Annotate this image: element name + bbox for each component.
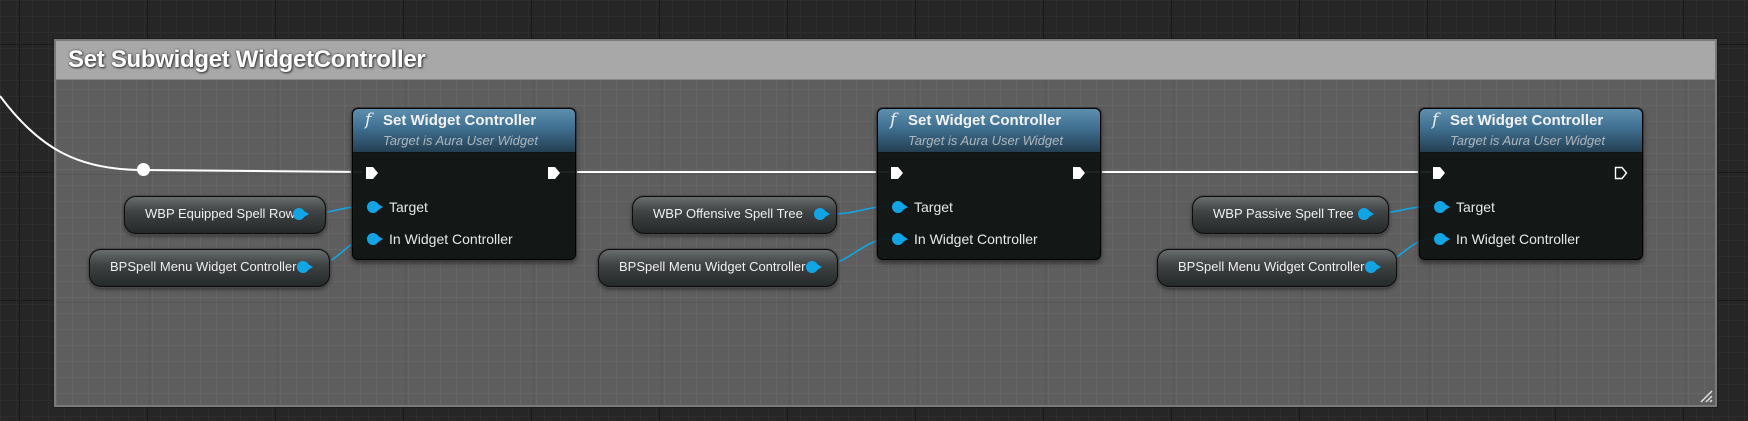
object-pin-icon[interactable] <box>814 208 830 220</box>
comment-title[interactable]: Set Subwidget WidgetController <box>68 46 426 73</box>
variable-node-widget-controller-2[interactable]: BPSpell Menu Widget Controller <box>598 249 838 287</box>
variable-label: WBP Equipped Spell Row <box>145 206 296 221</box>
controller-pin-icon[interactable] <box>1434 233 1450 245</box>
variable-label: WBP Offensive Spell Tree <box>653 206 803 221</box>
node-subtitle: Target is Aura User Widget <box>908 133 1063 148</box>
pin-label-target: Target <box>389 199 428 215</box>
pin-label-controller: In Widget Controller <box>389 231 513 247</box>
object-pin-icon[interactable] <box>297 261 313 273</box>
controller-pin-icon[interactable] <box>367 233 383 245</box>
exec-out-pin-icon[interactable] <box>1614 166 1628 180</box>
variable-label: BPSpell Menu Widget Controller <box>110 259 297 274</box>
object-pin-icon[interactable] <box>1365 261 1381 273</box>
target-pin-icon[interactable] <box>367 201 383 213</box>
function-icon: f <box>890 110 897 130</box>
pin-label-target: Target <box>914 199 953 215</box>
object-pin-icon[interactable] <box>1358 208 1374 220</box>
node-header[interactable]: f Set Widget Controller Target is Aura U… <box>878 109 1100 153</box>
node-subtitle: Target is Aura User Widget <box>383 133 538 148</box>
node-title: Set Widget Controller <box>908 112 1062 129</box>
set-widget-controller-node-2[interactable]: f Set Widget Controller Target is Aura U… <box>877 108 1101 260</box>
object-pin-icon[interactable] <box>806 261 822 273</box>
node-subtitle: Target is Aura User Widget <box>1450 133 1605 148</box>
exec-in-pin-icon[interactable] <box>890 166 904 180</box>
exec-out-pin-icon[interactable] <box>1072 166 1086 180</box>
variable-node-passive-spell-tree[interactable]: WBP Passive Spell Tree <box>1192 196 1389 234</box>
exec-in-pin-icon[interactable] <box>365 166 379 180</box>
node-title: Set Widget Controller <box>1450 112 1604 129</box>
pin-label-controller: In Widget Controller <box>1456 231 1580 247</box>
object-pin-icon[interactable] <box>293 208 309 220</box>
comment-header[interactable]: Set Subwidget WidgetController <box>56 41 1715 80</box>
reroute-knot[interactable] <box>137 163 150 176</box>
variable-node-widget-controller-1[interactable]: BPSpell Menu Widget Controller <box>89 249 330 287</box>
set-widget-controller-node-1[interactable]: f Set Widget Controller Target is Aura U… <box>352 108 576 260</box>
variable-label: BPSpell Menu Widget Controller <box>1178 259 1365 274</box>
variable-node-equipped-spell-row[interactable]: WBP Equipped Spell Row <box>124 196 326 234</box>
set-widget-controller-node-3[interactable]: f Set Widget Controller Target is Aura U… <box>1419 108 1643 260</box>
target-pin-icon[interactable] <box>892 201 908 213</box>
function-icon: f <box>365 110 372 130</box>
exec-in-pin-icon[interactable] <box>1432 166 1446 180</box>
variable-label: BPSpell Menu Widget Controller <box>619 259 806 274</box>
pin-label-controller: In Widget Controller <box>914 231 1038 247</box>
exec-out-pin-icon[interactable] <box>547 166 561 180</box>
variable-node-widget-controller-3[interactable]: BPSpell Menu Widget Controller <box>1157 249 1397 287</box>
node-header[interactable]: f Set Widget Controller Target is Aura U… <box>1420 109 1642 153</box>
variable-node-offensive-spell-tree[interactable]: WBP Offensive Spell Tree <box>632 196 837 234</box>
variable-label: WBP Passive Spell Tree <box>1213 206 1354 221</box>
node-header[interactable]: f Set Widget Controller Target is Aura U… <box>353 109 575 153</box>
target-pin-icon[interactable] <box>1434 201 1450 213</box>
controller-pin-icon[interactable] <box>892 233 908 245</box>
node-title: Set Widget Controller <box>383 112 537 129</box>
resize-grip-icon[interactable] <box>1699 389 1713 403</box>
function-icon: f <box>1432 110 1439 130</box>
pin-label-target: Target <box>1456 199 1495 215</box>
